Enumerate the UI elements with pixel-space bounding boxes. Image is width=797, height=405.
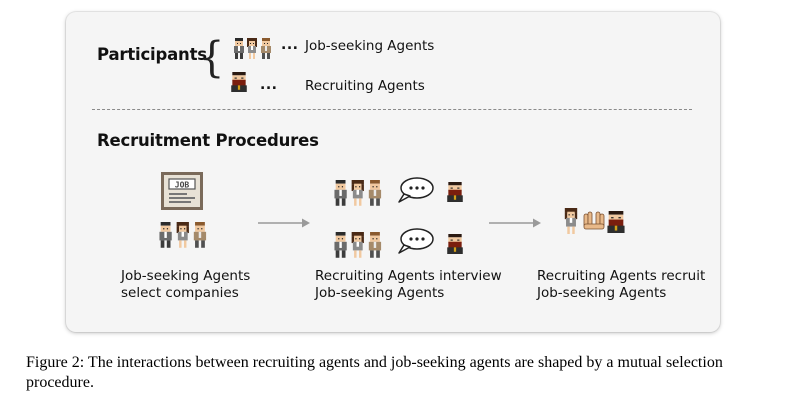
job-seekers-label: Job-seeking Agents bbox=[305, 38, 435, 54]
step-3-label: Recruiting Agents recruit Job-seeking Ag… bbox=[537, 268, 706, 301]
recruiter-icon bbox=[231, 72, 247, 92]
job-board-icon: JOB bbox=[161, 172, 203, 210]
recruiter-icon bbox=[607, 211, 625, 233]
recruiters-ellipsis: ... bbox=[260, 77, 278, 93]
step-2-label: Recruiting Agents interview Job-seeking … bbox=[315, 268, 502, 301]
procedures-heading: Recruitment Procedures bbox=[97, 131, 319, 150]
recruiter-icon bbox=[447, 182, 463, 202]
step-1-label: Job-seeking Agents select companies bbox=[121, 268, 251, 301]
job-seeker-group-icon bbox=[334, 232, 382, 258]
speech-bubble-icon bbox=[398, 177, 434, 203]
arrow-1 bbox=[258, 218, 310, 228]
figure-caption: Figure 2: The interactions between recru… bbox=[26, 354, 723, 391]
job-seeker-icon bbox=[564, 208, 578, 234]
job-seekers-ellipsis: ... bbox=[281, 37, 299, 53]
recruiters-label: Recruiting Agents bbox=[305, 78, 425, 94]
job-board-text: JOB bbox=[175, 181, 190, 190]
participants-heading: Participants bbox=[97, 45, 207, 64]
brace: { bbox=[199, 33, 225, 83]
section-divider bbox=[92, 109, 692, 110]
job-seeker-group-icon bbox=[159, 222, 207, 248]
arrow-2 bbox=[489, 218, 541, 228]
job-seeker-group-icon bbox=[334, 180, 382, 206]
job-seeker-icon bbox=[234, 38, 271, 59]
speech-bubble-icon bbox=[398, 228, 434, 254]
recruiter-icon bbox=[447, 234, 463, 254]
handshake-icon bbox=[583, 211, 605, 230]
